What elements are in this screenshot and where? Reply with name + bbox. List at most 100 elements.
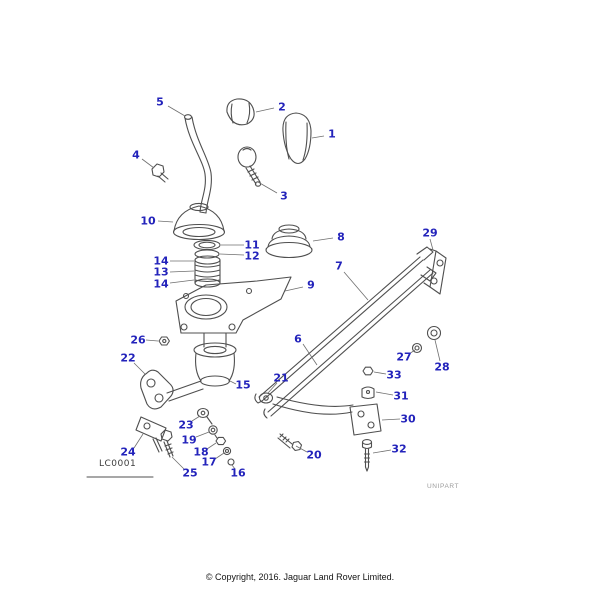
leader-line-25 bbox=[171, 456, 185, 470]
leader-line-24 bbox=[133, 433, 144, 449]
callout-4: 4 bbox=[132, 148, 140, 162]
leader-line-29 bbox=[429, 238, 434, 251]
part-31-clip bbox=[361, 386, 375, 400]
callout-19: 19 bbox=[181, 433, 197, 447]
leader-line-21 bbox=[267, 382, 278, 394]
part-20-bolt bbox=[277, 433, 303, 452]
callout-13: 13 bbox=[153, 265, 169, 279]
callout-28: 28 bbox=[434, 360, 450, 374]
callout-15: 15 bbox=[235, 378, 251, 392]
callout-31: 31 bbox=[393, 389, 409, 403]
part-4-screw bbox=[151, 163, 169, 183]
callout-30: 30 bbox=[400, 412, 416, 426]
callout-6: 6 bbox=[294, 332, 302, 346]
part-24-lever-arm bbox=[135, 416, 167, 453]
part-21-trunnion bbox=[258, 392, 274, 404]
callout-11: 11 bbox=[244, 238, 260, 252]
callout-32: 32 bbox=[391, 442, 407, 456]
leader-line-7 bbox=[343, 271, 369, 301]
leader-line-18 bbox=[206, 442, 217, 450]
leader-line-30 bbox=[381, 418, 401, 421]
leader-line-31 bbox=[375, 391, 394, 396]
callout-16: 16 bbox=[230, 466, 246, 480]
part-13-14-bushing bbox=[194, 255, 221, 288]
callout-12: 12 bbox=[244, 249, 260, 263]
leader-line-22 bbox=[133, 362, 146, 375]
part-11-ring bbox=[193, 239, 221, 251]
callout-9: 9 bbox=[307, 278, 315, 292]
leader-line-28 bbox=[434, 339, 441, 362]
callout-1: 1 bbox=[328, 127, 336, 141]
leader-line-33 bbox=[373, 371, 387, 375]
callout-21: 21 bbox=[273, 371, 289, 385]
leader-line-27 bbox=[408, 349, 416, 355]
part-9-gasket-plate bbox=[175, 276, 292, 334]
part-30-bracket bbox=[349, 403, 382, 436]
part-2-gear-knob-upper bbox=[226, 98, 255, 126]
part-17-washer bbox=[222, 446, 232, 456]
copyright-text: © Copyright, 2016. Jaguar Land Rover Lim… bbox=[205, 572, 395, 582]
leader-line-20 bbox=[295, 445, 308, 453]
part-32-bolt bbox=[361, 439, 373, 472]
callout-7: 7 bbox=[335, 259, 343, 273]
callout-2: 2 bbox=[278, 100, 286, 114]
part-6-remote-rod bbox=[263, 266, 437, 419]
leader-line-9 bbox=[284, 286, 304, 292]
leader-line-15 bbox=[229, 380, 237, 385]
part-25-bolt bbox=[160, 429, 174, 458]
leader-line-4 bbox=[141, 158, 155, 169]
callout-29: 29 bbox=[422, 226, 438, 240]
leader-line-14 bbox=[169, 279, 195, 284]
part-26-nut bbox=[158, 336, 170, 346]
part-3-knob-insert bbox=[237, 146, 262, 187]
brand-mark: UNIPART bbox=[427, 483, 460, 490]
part-28-grommet bbox=[426, 325, 442, 341]
leader-line-2 bbox=[255, 107, 275, 113]
callout-27: 27 bbox=[396, 350, 412, 364]
callout-25: 25 bbox=[182, 466, 198, 480]
leader-line-6 bbox=[302, 343, 318, 366]
leader-lines bbox=[133, 105, 441, 470]
leader-line-8 bbox=[312, 237, 334, 242]
leader-line-19 bbox=[195, 431, 210, 438]
callout-20: 20 bbox=[306, 448, 322, 462]
leader-line-32 bbox=[372, 449, 392, 454]
drawing-code: LC0001 bbox=[99, 459, 137, 469]
leader-line-5 bbox=[167, 105, 186, 117]
callout-17: 17 bbox=[201, 455, 217, 469]
callout-5: 5 bbox=[156, 95, 164, 109]
leader-line-10 bbox=[157, 220, 174, 223]
linkage-cable-curve bbox=[272, 396, 354, 415]
part-18-nut bbox=[214, 434, 227, 446]
callout-8: 8 bbox=[337, 230, 345, 244]
leader-line-1 bbox=[311, 135, 325, 139]
part-29-mounting-bracket bbox=[423, 248, 447, 295]
part-19-washer bbox=[208, 425, 218, 435]
leader-line-26 bbox=[145, 339, 159, 342]
callout-33: 33 bbox=[386, 368, 402, 382]
callout-24: 24 bbox=[120, 445, 136, 459]
leader-line-16 bbox=[231, 464, 236, 470]
leader-line-13 bbox=[169, 270, 195, 273]
leader-line-23 bbox=[191, 415, 201, 422]
leader-line-3 bbox=[257, 181, 278, 194]
part-16-oring bbox=[227, 458, 235, 466]
callout-18: 18 bbox=[193, 445, 209, 459]
callout-23: 23 bbox=[178, 418, 194, 432]
part-27-washer bbox=[411, 342, 423, 354]
callout-26: 26 bbox=[130, 333, 146, 347]
part-12-ring bbox=[194, 249, 220, 259]
leader-line-12 bbox=[219, 253, 245, 256]
leader-line-17 bbox=[214, 452, 225, 460]
part-10-gaiter bbox=[172, 202, 226, 241]
part-15-housing bbox=[166, 332, 237, 402]
part-33-nut bbox=[362, 366, 374, 376]
part-1-gear-knob bbox=[282, 112, 312, 165]
part-23-pin bbox=[196, 407, 213, 425]
part-22-mounting-bracket bbox=[140, 369, 174, 410]
callout-22: 22 bbox=[120, 351, 136, 365]
callout-3: 3 bbox=[280, 189, 288, 203]
part-8-dust-cover bbox=[265, 224, 313, 259]
